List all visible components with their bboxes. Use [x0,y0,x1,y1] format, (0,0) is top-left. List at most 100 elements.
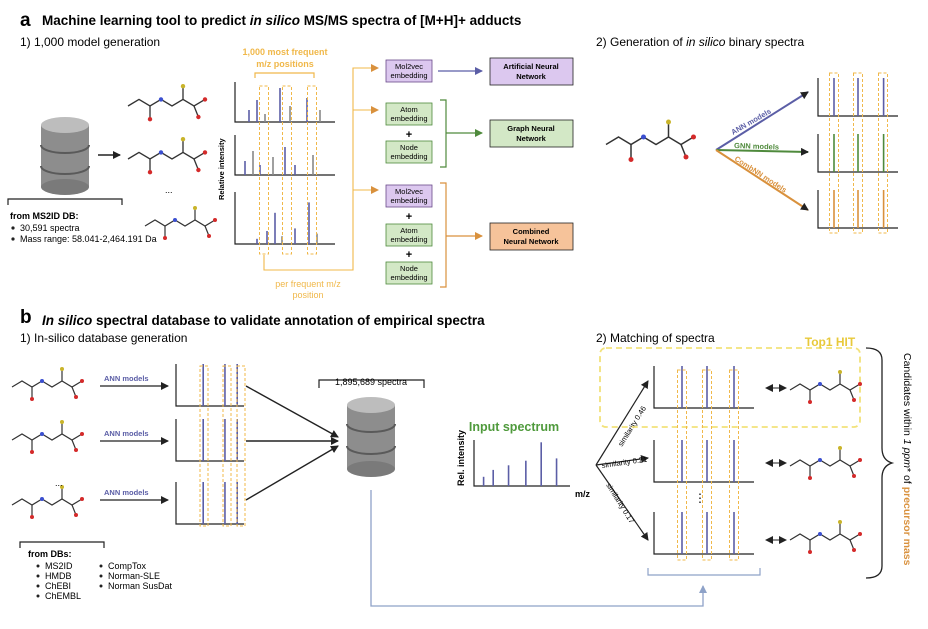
db-sources-title: from DBs: [28,549,72,559]
input-spectrum-label: Input spectrum [469,420,559,434]
candidates-label: Candidates within 1 ppm* of precursor ma… [901,353,913,566]
molecule-structure [789,370,862,404]
source-item: Mass range: 58.041-2,464.191 Da [20,234,157,244]
bullet [99,574,103,578]
molecule-structure [11,485,84,519]
frequent-mz-band [259,85,269,255]
spectrum-axes [653,512,754,555]
db-count-bracket [318,379,425,388]
similarity-score: similarity 0.17 [604,481,636,525]
frequent-mz-band [878,72,888,234]
db-source-item: CompTox [108,561,147,571]
db-sources-list: MS2IDHMDBChEBIChEMBLCompToxNorman-SLENor… [36,561,173,601]
panel-a-step1: 1) 1,000 model generation [20,35,160,49]
mz-label: m/z [575,489,591,499]
panel-b-step1: 1) In-silico database generation [20,331,187,345]
spectrum-axes [817,78,898,117]
molecule-structure [11,420,84,454]
similarity-arrow [595,380,649,466]
comb-models-label: CombNN models [733,154,789,194]
panel-a-letter: a [20,10,31,31]
molecule-structure [127,84,208,122]
spectrum-axes [473,440,570,487]
panel-a-title: Machine learning tool to predict in sili… [42,13,521,28]
spectrum-axes [653,366,754,409]
molecule-structure [11,367,84,401]
spectrum-axes [817,190,898,229]
molecule-structure [144,206,217,240]
plus-sign: + [406,129,412,141]
database-molecules [11,367,84,519]
spectrum-axes [175,419,244,462]
bullet [36,574,40,578]
similarity-score: similarity 0.21 [601,455,648,470]
frequent-mz-band [236,365,246,527]
candidate-molecules [789,370,862,554]
database-icon [346,397,396,477]
rel-intensity-label: Rel. intensity [456,430,466,486]
db-sources-bracket [19,541,105,548]
vertical-ellipsis: ⋮ [694,491,706,505]
frequent-mz-band [222,365,232,527]
spectrum-plot [234,192,335,245]
similarity-arrow [595,464,649,541]
spectrum-axes [234,135,335,176]
molecule-structure [605,119,696,162]
candidates-bracket [647,568,761,576]
match-arrows [765,384,787,544]
ellipsis: ... [55,478,63,488]
ellipsis: ... [165,185,173,195]
training-spectra [234,82,335,255]
feature-connector [263,67,378,271]
ann-models-label: ANN models [730,107,773,137]
spectrum-plot [817,78,898,117]
ann-models-label: ANN models [104,374,149,383]
frequent-mz-band [677,369,687,561]
source-title: from MS2ID DB: [10,211,79,221]
in-silico-spectra [175,364,246,527]
panel-b-step2: 2) Matching of spectra [596,331,715,345]
bullet [11,237,15,241]
molecule-structure [127,137,208,175]
spectrum-plot [234,82,335,123]
spectrum-axes [653,440,754,483]
frequent-mz-band [729,369,739,561]
db-source-item: ChEBI [45,581,71,591]
spectrum-axes [817,134,898,173]
spectrum-plot [817,134,898,173]
to-db-arrow [245,445,339,501]
spectrum-plot [653,512,754,555]
panel-a-step2: 2) Generation of in silico binary spectr… [596,35,804,49]
y-axis-label: Relative intensity [217,137,226,200]
query-molecule [605,119,696,162]
spectrum-plot [817,190,898,229]
candidates-brace [865,347,895,579]
gnn-bracket [440,99,447,168]
db-source-item: Norman-SLE [108,571,160,581]
spectrum-axes [175,364,244,407]
gnn-models-label: GNN models [734,141,779,152]
bullet [36,594,40,598]
bullet [36,584,40,588]
spectrum-plot [175,419,244,462]
db-source-item: MS2ID [45,561,73,571]
db-source-item: ChEMBL [45,591,81,601]
molecule-structure [789,520,862,554]
spectrum-axes [175,482,244,525]
bullet [11,226,15,230]
comb-models-arrow [715,149,809,211]
binary-spectra [817,72,898,234]
panel-b-title: In silico spectral database to validate … [42,313,485,328]
bullet [99,584,103,588]
candidate-spectra [653,366,754,561]
spectrum-plot [653,440,754,483]
frequent-mz-band [702,369,712,561]
